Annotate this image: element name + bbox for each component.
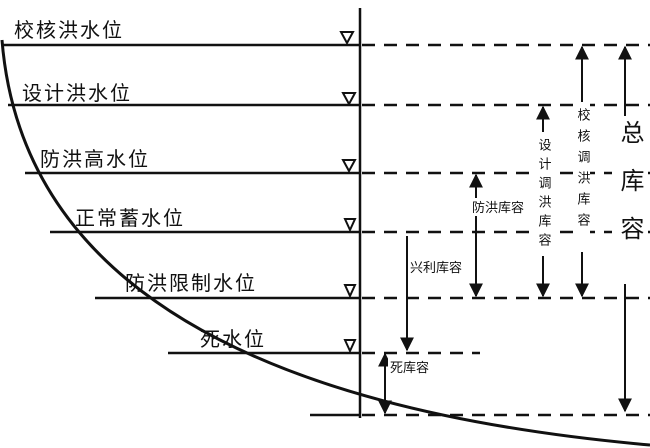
dashed-level-lines (362, 43, 650, 417)
capacity-label-beneficial: 兴利库容 (410, 260, 462, 276)
level-label-normal-storage: 正常蓄水位 (75, 206, 185, 230)
capacity-label-backgrounds (388, 102, 640, 376)
capacity-label-dead: 死库容 (390, 360, 429, 376)
water-level-triangle-icon (343, 339, 357, 354)
water-level-markers (339, 31, 357, 354)
capacity-label-flood-control: 防洪库容 (472, 200, 524, 216)
reservoir-bank-curve (0, 39, 650, 447)
capacity-label-total: 总库容 (616, 120, 644, 264)
water-level-triangle-icon (343, 284, 357, 299)
water-level-triangle-icon (343, 218, 357, 233)
capacity-label-check-flood-regulation: 校核调洪库容 (575, 107, 591, 234)
level-label-flood-control-high: 防洪高水位 (40, 147, 150, 171)
water-level-triangle-icon (341, 159, 357, 174)
level-label-check-flood: 校核洪水位 (14, 18, 124, 42)
solid-level-lines (2, 43, 360, 417)
level-label-dead: 死水位 (200, 327, 266, 351)
water-level-triangle-icon (341, 92, 357, 107)
level-label-design-flood: 设计洪水位 (22, 81, 132, 105)
capacity-label-design-flood-regulation: 设计调洪库容 (536, 138, 552, 252)
water-level-triangle-icon (339, 31, 355, 46)
level-label-flood-limit: 防洪限制水位 (125, 271, 257, 295)
